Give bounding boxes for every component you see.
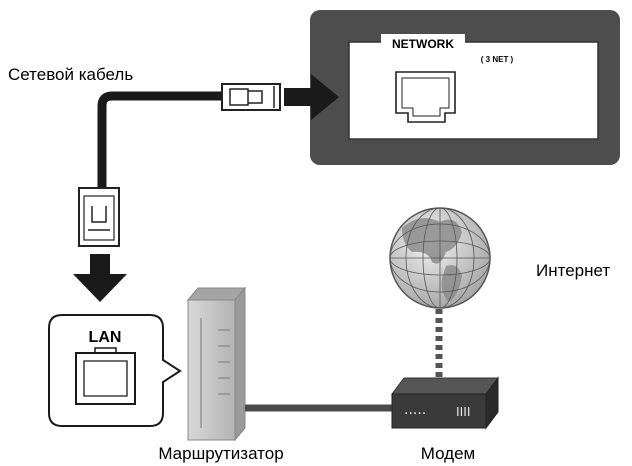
modem-icon: ····· IIII <box>391 376 499 430</box>
network-port-sublabel: ( 3 NET ) <box>481 55 514 64</box>
rj45-plug-icon <box>221 83 281 111</box>
network-cable-label: Сетевой кабель <box>8 65 133 84</box>
rj45-plug-icon <box>78 187 120 247</box>
ethernet-port-icon <box>395 71 456 123</box>
router-icon <box>186 286 247 442</box>
modem-port-bars: IIII <box>456 404 470 419</box>
device-rear-panel: NETWORK ( 3 NET ) <box>310 10 620 165</box>
network-port-label: NETWORK <box>392 37 454 51</box>
modem-label: Модем <box>421 444 476 463</box>
arrow-down-icon <box>73 254 127 302</box>
internet-label: Интернет <box>536 261 610 280</box>
globe-icon <box>389 207 491 309</box>
modem-status-dots: ····· <box>404 406 426 422</box>
lan-port-label: LAN <box>89 329 122 346</box>
arrow-right-icon <box>284 74 339 120</box>
network-cable <box>97 91 222 188</box>
ethernet-port-icon <box>75 347 136 405</box>
lan-port-callout: LAN <box>48 314 182 427</box>
router-label: Маршрутизатор <box>158 444 283 463</box>
